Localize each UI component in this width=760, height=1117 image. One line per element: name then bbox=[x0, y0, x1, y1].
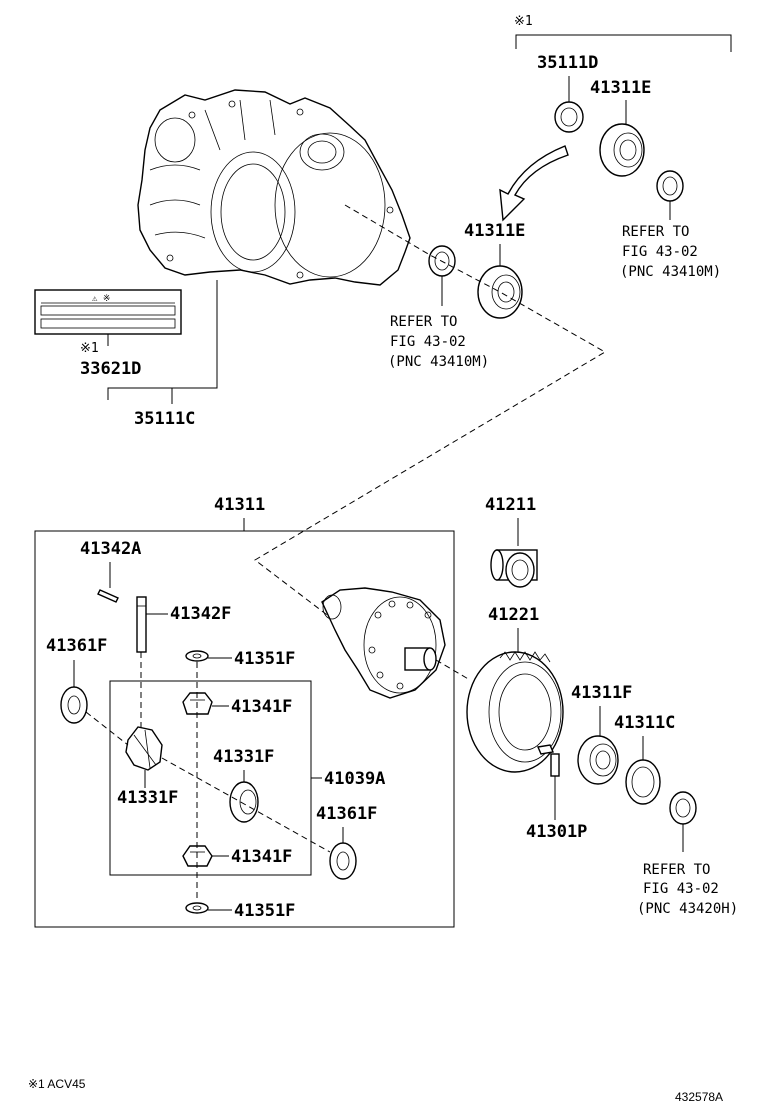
replacement-arrow-icon bbox=[499, 145, 569, 222]
ref-c-line2: FIG 43-02 bbox=[643, 881, 719, 897]
pn-41351F-bottom[interactable]: 41351F bbox=[234, 901, 295, 921]
pn-35111C[interactable]: 35111C bbox=[134, 409, 195, 429]
ring-gear-bolt-41301P[interactable] bbox=[537, 744, 560, 777]
shim-ref-bottom-right[interactable] bbox=[669, 791, 697, 825]
bearing-41311F[interactable] bbox=[577, 735, 619, 785]
side-gear-41331F-right[interactable] bbox=[229, 781, 259, 823]
ref-a-line2: FIG 43-02 bbox=[622, 244, 698, 260]
bearing-41211[interactable] bbox=[490, 549, 538, 588]
footer-variant-note: ※1 ACV45 bbox=[28, 1077, 86, 1091]
pn-41331F-left[interactable]: 41331F bbox=[117, 788, 178, 808]
ref-a-line1: REFER TO bbox=[622, 224, 689, 240]
pn-41039A[interactable]: 41039A bbox=[324, 769, 385, 789]
ref-b-line1: REFER TO bbox=[390, 314, 457, 330]
ref-c-line1: REFER TO bbox=[643, 862, 710, 878]
oil-seal-35111D[interactable] bbox=[554, 101, 584, 133]
pn-35111D[interactable]: 35111D bbox=[537, 53, 598, 73]
pn-41311E-top[interactable]: 41311E bbox=[590, 78, 651, 98]
shim-41311C[interactable] bbox=[625, 759, 661, 805]
figure-id: 432578A bbox=[675, 1090, 723, 1104]
pn-41342F[interactable]: 41342F bbox=[170, 604, 231, 624]
ref-b-line3: (PNC 43410M) bbox=[388, 354, 489, 370]
bearing-41311E-mid[interactable] bbox=[477, 265, 523, 319]
pn-41311E-mid[interactable]: 41311E bbox=[464, 221, 525, 241]
ref-c-line3: (PNC 43420H) bbox=[637, 901, 738, 917]
caution-label-plate[interactable]: ⚠ ※ bbox=[34, 289, 182, 335]
ref-a-line3: (PNC 43410M) bbox=[620, 264, 721, 280]
pn-41311[interactable]: 41311 bbox=[214, 495, 265, 515]
pn-41311F[interactable]: 41311F bbox=[571, 683, 632, 703]
pn-41361F-left[interactable]: 41361F bbox=[46, 636, 107, 656]
side-washer-41361F-left[interactable] bbox=[60, 686, 88, 724]
side-washer-41361F-right[interactable] bbox=[329, 842, 357, 880]
differential-case[interactable] bbox=[321, 587, 446, 699]
pn-33621D[interactable]: 33621D bbox=[80, 359, 141, 379]
shim-ref-top-right[interactable] bbox=[656, 170, 684, 202]
transaxle-housing[interactable] bbox=[137, 89, 411, 286]
pn-41341F-bottom[interactable]: 41341F bbox=[231, 847, 292, 867]
variant-bracket: ※1 bbox=[514, 14, 732, 52]
pn-41361F-right[interactable]: 41361F bbox=[316, 804, 377, 824]
pn-41311C[interactable]: 41311C bbox=[614, 713, 675, 733]
pn-41331F-right[interactable]: 41331F bbox=[213, 747, 274, 767]
label-variant-mark: ※1 bbox=[80, 341, 99, 356]
pn-41211[interactable]: 41211 bbox=[485, 495, 536, 515]
variant-mark: ※1 bbox=[514, 14, 533, 29]
pn-41221[interactable]: 41221 bbox=[488, 605, 539, 625]
side-gear-41331F-left[interactable] bbox=[125, 726, 163, 771]
pn-41301P[interactable]: 41301P bbox=[526, 822, 587, 842]
ref-b-line2: FIG 43-02 bbox=[390, 334, 466, 350]
thrust-washer-41351F-top[interactable] bbox=[185, 650, 209, 662]
pin-41342A[interactable] bbox=[97, 589, 119, 603]
bearing-41311E-top[interactable] bbox=[599, 123, 645, 177]
pn-41342A[interactable]: 41342A bbox=[80, 539, 141, 559]
label-plate-text: ⚠ ※ bbox=[92, 294, 110, 304]
ring-gear-41221[interactable] bbox=[466, 651, 564, 773]
pn-41341F-top[interactable]: 41341F bbox=[231, 697, 292, 717]
thrust-washer-41351F-bottom[interactable] bbox=[185, 902, 209, 914]
assembly-41311-box bbox=[34, 530, 455, 928]
pn-41351F-top[interactable]: 41351F bbox=[234, 649, 295, 669]
pinion-shaft-41342F[interactable] bbox=[136, 596, 147, 653]
